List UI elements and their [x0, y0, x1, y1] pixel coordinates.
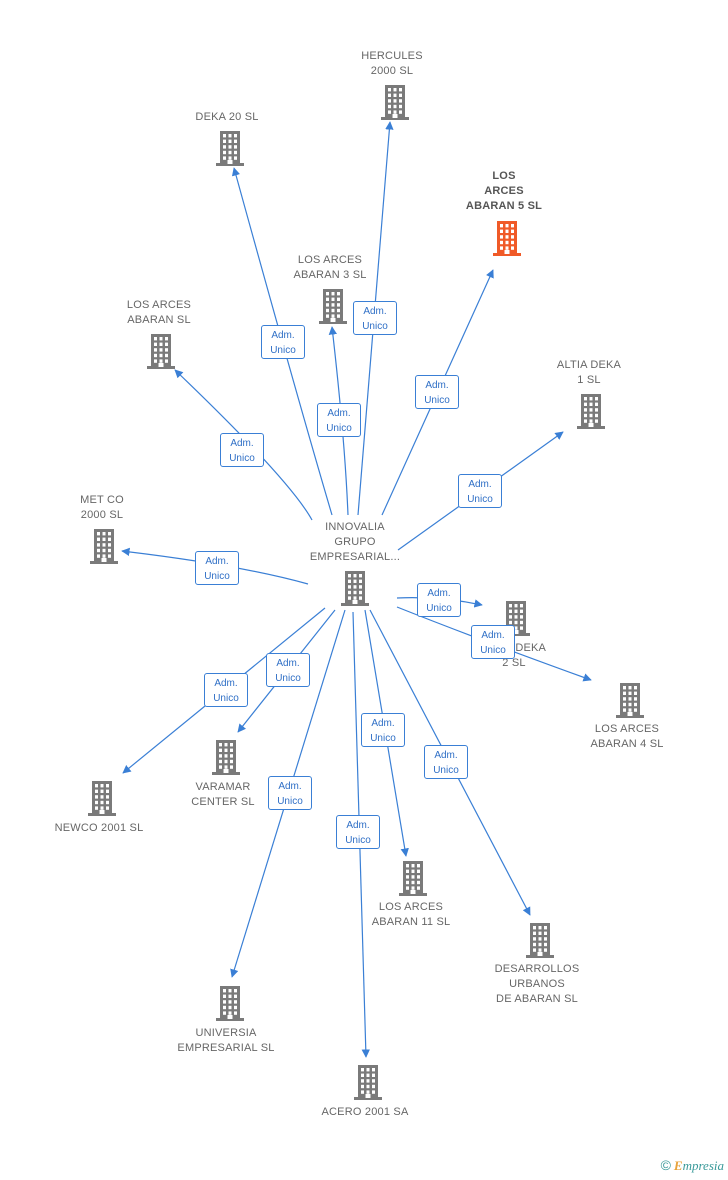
brand-name: mpresia [682, 1158, 724, 1173]
company-label-varamar[interactable]: VARAMAR CENTER SL [191, 781, 255, 808]
role-badge-arces3[interactable]: Adm. Unico [317, 403, 361, 437]
company-label-arces[interactable]: LOS ARCES ABARAN SL [126, 299, 192, 326]
role-badge-newco[interactable]: Adm. Unico [204, 673, 248, 707]
role-badge-desarrollos[interactable]: Adm. Unico [424, 745, 468, 779]
building-icon-acero[interactable] [351, 1064, 385, 1100]
company-label-innovalia[interactable]: INNOVALIA GRUPO EMPRESARIAL... [309, 521, 401, 563]
building-icon-desarrollos[interactable] [523, 922, 557, 958]
company-label-desarrollos[interactable]: DESARROLLOS URBANOS DE ABARAN SL [494, 963, 580, 1005]
company-label-hercules[interactable]: HERCULES 2000 SL [361, 50, 423, 77]
role-badge-arces[interactable]: Adm. Unico [220, 433, 264, 467]
role-badge-altiadeka2[interactable]: Adm. Unico [417, 583, 461, 617]
company-label-universia[interactable]: UNIVERSIA EMPRESARIAL SL [177, 1027, 275, 1054]
building-icon-deka20[interactable] [213, 130, 247, 166]
role-badge-arces11[interactable]: Adm. Unico [361, 713, 405, 747]
building-icon-arces3[interactable] [316, 288, 350, 324]
building-icon-newco[interactable] [85, 780, 119, 816]
company-label-arces4[interactable]: LOS ARCES ABARAN 4 SL [590, 723, 664, 750]
edge-deka20 [231, 167, 333, 516]
edge-arces [174, 369, 313, 521]
company-label-arces11[interactable]: LOS ARCES ABARAN 11 SL [371, 901, 451, 928]
role-badge-altiadeka1[interactable]: Adm. Unico [458, 474, 502, 508]
role-badge-metco[interactable]: Adm. Unico [195, 551, 239, 585]
role-badge-hercules[interactable]: Adm. Unico [353, 301, 397, 335]
company-label-newco[interactable]: NEWCO 2001 SL [54, 822, 144, 834]
role-badge-deka20[interactable]: Adm. Unico [261, 325, 305, 359]
company-label-deka20[interactable]: DEKA 20 SL [195, 111, 259, 123]
company-label-arces3[interactable]: LOS ARCES ABARAN 3 SL [293, 254, 367, 281]
copyright-symbol: © [660, 1157, 671, 1173]
building-icon-arces5[interactable] [490, 220, 524, 256]
role-badge-acero[interactable]: Adm. Unico [336, 815, 380, 849]
role-badge-arces4[interactable]: Adm. Unico [471, 625, 515, 659]
building-icon-altiadeka1[interactable] [574, 393, 608, 429]
company-label-arces5[interactable]: LOS ARCES ABARAN 5 SL [465, 170, 543, 212]
building-icon-hercules[interactable] [378, 84, 412, 120]
role-badge-universia[interactable]: Adm. Unico [268, 776, 312, 810]
building-icon-arces4[interactable] [613, 682, 647, 718]
brand-initial: E [673, 1158, 683, 1173]
building-icon-arces[interactable] [144, 333, 178, 369]
building-icon-metco[interactable] [87, 528, 121, 564]
building-icon-innovalia[interactable] [338, 570, 372, 606]
building-icon-varamar[interactable] [209, 739, 243, 775]
company-label-altiadeka1[interactable]: ALTIA DEKA 1 SL [556, 359, 622, 386]
building-icon-universia[interactable] [213, 985, 247, 1021]
role-badge-varamar[interactable]: Adm. Unico [266, 653, 310, 687]
company-label-metco[interactable]: MET CO 2000 SL [80, 494, 124, 521]
role-badge-arces5[interactable]: Adm. Unico [415, 375, 459, 409]
empresia-logo[interactable]: Empresia [674, 1158, 724, 1173]
footer-brand: ©Empresia [661, 1157, 724, 1174]
building-icon-arces11[interactable] [396, 860, 430, 896]
company-label-acero[interactable]: ACERO 2001 SA [321, 1106, 409, 1118]
